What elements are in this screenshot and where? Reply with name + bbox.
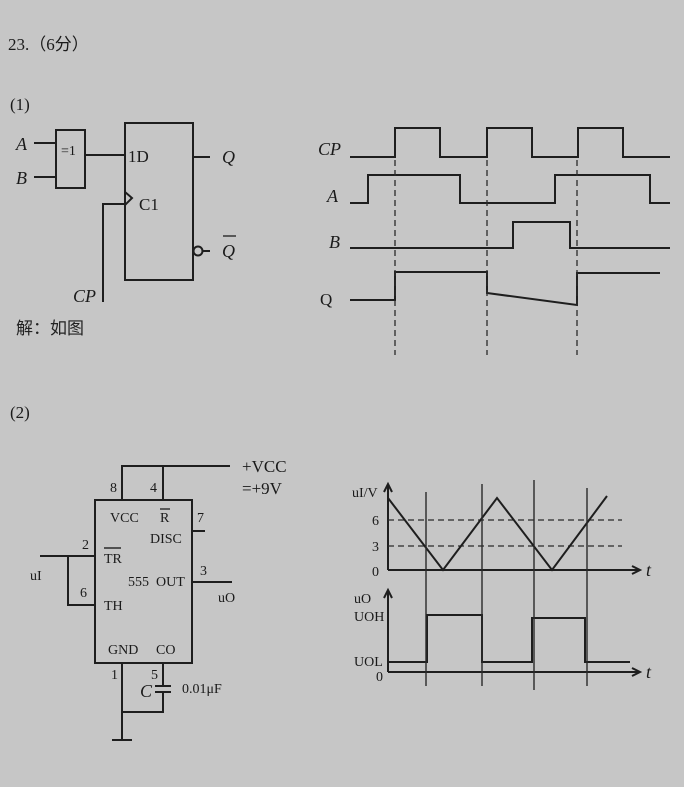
chip-tr: TR	[104, 552, 123, 567]
bottom-x-axis	[388, 667, 643, 677]
b-waveform	[350, 221, 670, 249]
chip-th: TH	[104, 599, 123, 614]
d-input-label: 1D	[128, 147, 149, 166]
input-a-label: A	[15, 134, 28, 154]
input-b-label: B	[16, 168, 27, 188]
q-label: Q	[222, 147, 235, 167]
zero-label: 0	[376, 670, 383, 685]
pin-1: 1	[111, 668, 118, 683]
timer-555-circuit: +VCC =+9V 8 4 VCC R 7 DISC 2 TR uI 6 TH …	[30, 457, 287, 741]
square-waveform	[388, 614, 630, 663]
inverter-bubble-icon	[192, 245, 204, 257]
pin-7: 7	[197, 511, 204, 526]
wire-cp	[102, 203, 125, 302]
cp-waveform	[350, 127, 670, 158]
signal-label-b: B	[329, 232, 340, 252]
pin-4: 4	[150, 481, 157, 496]
a-waveform	[350, 174, 670, 204]
pin-8: 8	[110, 481, 117, 496]
xor-gate-label: =1	[61, 144, 76, 159]
part2-label: (2)	[10, 403, 30, 422]
clock-triangle-icon	[124, 191, 134, 206]
top-ylabel: uI/V	[352, 486, 378, 501]
flipflop-circuit: A B =1 1D C1 CP Q Q 解：如图	[15, 122, 236, 339]
capacitor-value: 0.01μF	[182, 682, 222, 697]
part1-label: (1)	[10, 95, 30, 114]
wire-th	[67, 556, 95, 606]
bottom-ylabel: uO	[354, 592, 371, 607]
pin-6: 6	[80, 586, 87, 601]
pin-3: 3	[200, 564, 207, 579]
signal-label-q: Q	[320, 290, 332, 309]
question-title: 23.（6分）	[8, 35, 89, 54]
supply-label: +VCC	[242, 457, 287, 476]
timing-diagram: CP A B Q	[318, 127, 670, 355]
signal-label-cp: CP	[318, 139, 341, 159]
capacitor-name: C	[140, 681, 153, 701]
chip-gnd: GND	[108, 643, 138, 658]
top-y-axis	[383, 481, 393, 570]
tick-6: 6	[372, 514, 379, 529]
qbar-label: Q	[222, 241, 235, 261]
pin-5: 5	[151, 668, 158, 683]
capacitor-icon	[122, 663, 171, 713]
signal-label-a: A	[326, 186, 339, 206]
wire-vcc	[121, 465, 230, 500]
q-waveform	[350, 271, 660, 307]
chip-out: OUT	[156, 575, 185, 590]
uoh-label: UOH	[354, 610, 384, 625]
chip-name: 555	[128, 575, 149, 590]
output-label: uO	[218, 591, 235, 606]
chip-disc: DISC	[150, 532, 182, 547]
pin-2: 2	[82, 538, 89, 553]
chip-co: CO	[156, 643, 175, 658]
waveform-graphs: uI/V 6 3 0 t uO UOH UOL 0 t	[352, 480, 652, 690]
chip-reset: R	[160, 511, 170, 526]
supply-value: =+9V	[242, 479, 283, 498]
top-xlabel: t	[646, 560, 652, 580]
bottom-xlabel: t	[646, 662, 652, 682]
chip-vcc: VCC	[110, 511, 139, 526]
bottom-y-axis	[383, 587, 393, 672]
uol-label: UOL	[354, 655, 383, 670]
xor-gate	[55, 129, 86, 189]
answer-note: 解：如图	[16, 319, 84, 339]
d-flipflop	[124, 122, 194, 281]
cp-label: CP	[73, 286, 96, 306]
input-label: uI	[30, 569, 42, 584]
triangle-waveform	[387, 495, 608, 572]
tick-3: 3	[372, 540, 379, 555]
clock-input-label: C1	[139, 195, 159, 214]
tick-0: 0	[372, 565, 379, 580]
top-x-axis	[388, 565, 643, 575]
